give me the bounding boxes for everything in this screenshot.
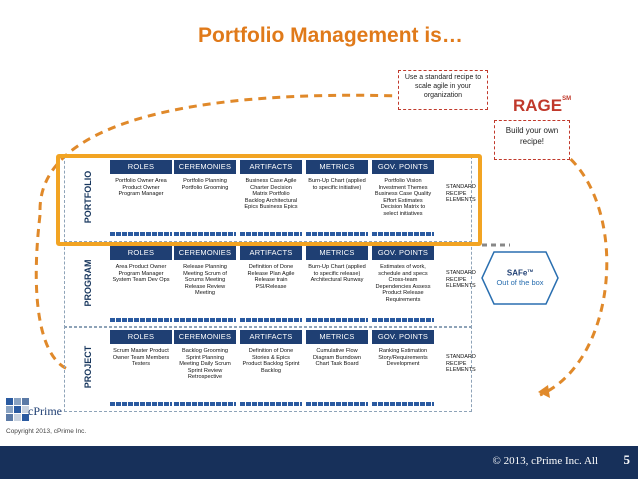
column-header: CEREMONIES [174, 330, 236, 344]
cell-stripe [240, 402, 302, 406]
cell-stripe [306, 318, 368, 322]
right-arc [539, 148, 609, 397]
standard-recipe-label: STANDARD RECIPE ELEMENTS [446, 184, 476, 203]
cell-stripe [174, 232, 236, 236]
cell-stripe [174, 402, 236, 406]
cell-text: Burn-Up Chart (applied to specific initi… [308, 178, 366, 191]
column-header: METRICS [306, 330, 368, 344]
cell-stripe [372, 232, 434, 236]
standard-recipe-label: STANDARD RECIPE ELEMENTS [446, 354, 476, 373]
footer-bar [0, 446, 638, 479]
cell-stripe [240, 232, 302, 236]
arrow-head-right [538, 385, 550, 398]
column-header: ROLES [110, 246, 172, 260]
standard-recipe-label: STANDARD RECIPE ELEMENTS [446, 270, 476, 289]
cell-text: Backlog Grooming Sprint Planning Meeting… [179, 348, 231, 381]
safe-label: SAFeTM Out of the box [480, 268, 560, 287]
cell-text: Scrum Master Product Owner Team Members … [112, 348, 170, 368]
column-header: CEREMONIES [174, 160, 236, 174]
scale-note-text: Use a standard recipe to scale agile in … [404, 74, 482, 99]
page-number: 5 [623, 452, 631, 467]
cell-text: Definition of Done Stories & Epics Produ… [242, 348, 300, 374]
cell-text: Ranking Estimation Story/Requirements De… [378, 348, 428, 368]
cell-stripe [110, 232, 172, 236]
column-header: GOV. POINTS [372, 246, 434, 260]
cell-text: Portfolio Owner Area Product Owner Progr… [115, 178, 167, 198]
portfolio-highlight [56, 154, 482, 246]
slide-title: Portfolio Management is… [198, 24, 463, 47]
left-arc [34, 214, 71, 372]
cell-stripe [306, 402, 368, 406]
copyright: Copyright 2013, cPrime Inc. [6, 428, 87, 435]
column-header: ARTIFACTS [240, 160, 302, 174]
column-header: ROLES [110, 330, 172, 344]
cell-text: Release Planning Meeting Scrum of Scrums… [183, 264, 227, 297]
cprime-logo-icon [6, 398, 29, 421]
safe-text: SAFe [506, 268, 528, 278]
logo-text: cPrime [28, 404, 62, 418]
cell-text: Business Case Agile Charter Decision Mat… [244, 178, 298, 211]
column-header: GOV. POINTS [372, 160, 434, 174]
cell-stripe [174, 318, 236, 322]
column-header: METRICS [306, 160, 368, 174]
column-header: CEREMONIES [174, 246, 236, 260]
cell-text: Burn-Up Chart (applied to specific relea… [308, 264, 366, 284]
column-header: METRICS [306, 246, 368, 260]
cell-text: Area Product Owner Program Manager Syste… [112, 264, 170, 284]
cell-stripe [372, 318, 434, 322]
scale-note: Use a standard recipe to scale agile in … [398, 70, 488, 110]
column-header: ROLES [110, 160, 172, 174]
cell-text: Portfolio Planning Portfolio Grooming [181, 178, 229, 191]
cell-text: Definition of Done Release Plan Agile Re… [247, 264, 295, 290]
cell-text: Estimates of work, schedule and specs Cr… [375, 264, 431, 303]
safe-hexagon [481, 251, 559, 305]
cell-stripe [372, 402, 434, 406]
section-label: PROGRAM [83, 259, 93, 307]
build-note: Build your own recipe! [494, 120, 570, 160]
footer-text: © 2013, cPrime Inc. All [492, 455, 598, 467]
column-header: ARTIFACTS [240, 246, 302, 260]
rage-text: RAGE [513, 96, 563, 115]
safe-sup: TM [527, 268, 534, 273]
cell-stripe [110, 402, 172, 406]
build-note-text: Build your own recipe! [505, 126, 559, 146]
rage-logo: RAGESM [513, 96, 571, 116]
cell-stripe [110, 318, 172, 322]
rage-sup: SM [562, 96, 572, 102]
top-arc [38, 93, 401, 211]
column-header: ARTIFACTS [240, 330, 302, 344]
section-project [64, 326, 472, 412]
safe-subtitle: Out of the box [496, 277, 544, 287]
column-header: GOV. POINTS [372, 330, 434, 344]
cell-text: Portfolio Vision Investment Themes Busin… [374, 178, 432, 217]
cell-text: Cumulative Flow Diagram Burndown Chart T… [313, 348, 361, 368]
section-label: PROJECT [83, 345, 93, 389]
cell-stripe [240, 318, 302, 322]
cell-stripe [306, 232, 368, 236]
